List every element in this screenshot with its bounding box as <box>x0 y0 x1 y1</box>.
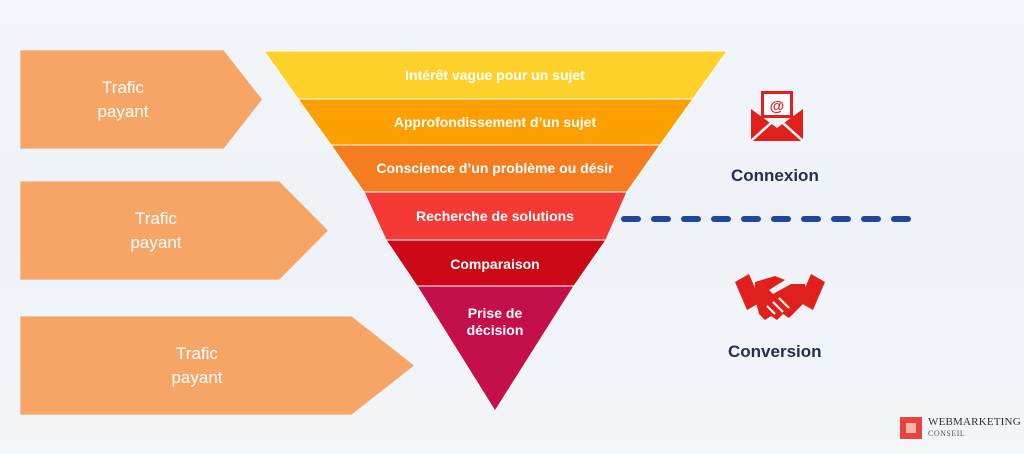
connexion-label: Connexion <box>731 166 819 185</box>
handshake-icon <box>735 274 825 320</box>
traffic-arrow-1: Trafic payant <box>20 50 262 149</box>
traffic-arrow-2-line1: Trafic <box>135 208 177 228</box>
funnel-stage-6-label-line2: décision <box>467 322 524 338</box>
traffic-arrow-1-line2: payant <box>97 101 149 121</box>
logo-line2: CONSEIL <box>928 429 966 438</box>
traffic-arrow-3: Trafic payant <box>20 316 414 415</box>
logo-line1: WEBMARKETING <box>928 416 1021 428</box>
funnel-stage-5-label: Comparaison <box>450 256 539 272</box>
email-icon: @ <box>750 91 804 142</box>
traffic-arrow-3-line1: Trafic <box>176 343 218 363</box>
funnel-stage-1-label: Intérêt vague pour un sujet <box>405 67 585 83</box>
funnel-stage-6 <box>416 285 575 412</box>
traffic-arrow-1-line1: Trafic <box>102 77 144 97</box>
funnel-stage-2-label: Approfondissement d’un sujet <box>394 114 597 130</box>
traffic-arrow-2-line2: payant <box>130 232 182 252</box>
webmarketing-logo: WEBMARKETING CONSEIL <box>900 417 1021 439</box>
traffic-arrow-3-line2: payant <box>171 367 223 387</box>
svg-text:@: @ <box>770 98 785 115</box>
conversion-label: Conversion <box>728 342 822 361</box>
funnel-stage-6-label-line1: Prise de <box>468 305 523 321</box>
funnel-stage-3-label: Conscience d’un problème ou désir <box>376 160 614 176</box>
traffic-arrow-2: Trafic payant <box>20 181 328 280</box>
logo-mark <box>900 417 922 439</box>
funnel-stage-4-label: Recherche de solutions <box>416 208 574 224</box>
